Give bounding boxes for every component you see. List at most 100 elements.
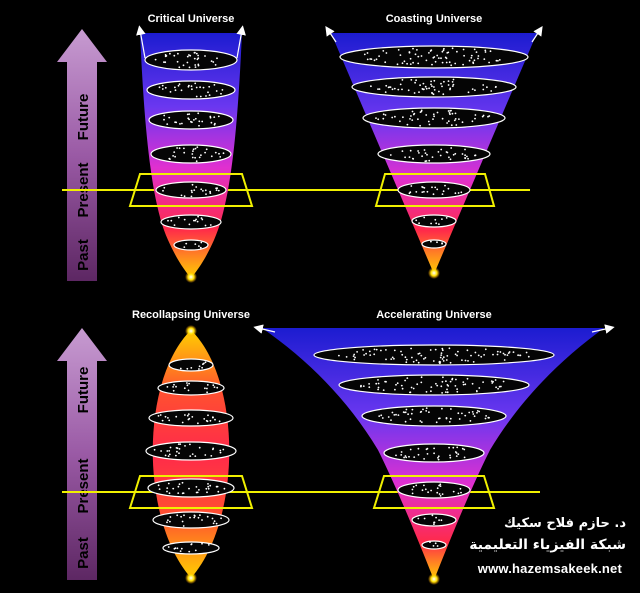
galaxy-dot <box>434 60 437 63</box>
galaxy-dot <box>394 388 396 391</box>
galaxy-dot <box>176 450 178 453</box>
galaxy-dot <box>183 246 186 249</box>
galaxy-dot <box>195 160 198 163</box>
galaxy-dot <box>193 189 196 192</box>
galaxy-dot <box>168 419 171 422</box>
galaxy-dot <box>425 59 428 62</box>
galaxy-dot <box>450 109 452 112</box>
galaxy-dot <box>473 59 476 62</box>
galaxy-dot <box>214 64 217 66</box>
galaxy-dot <box>484 348 487 351</box>
galaxy-dot <box>188 487 190 490</box>
galaxy-dot <box>195 52 198 55</box>
galaxy-dot <box>463 54 465 57</box>
galaxy-dot <box>209 116 212 119</box>
galaxy-dot <box>384 114 387 116</box>
galaxy-disc <box>173 239 209 251</box>
galaxy-dot <box>164 86 167 89</box>
galaxy-dot <box>420 421 423 423</box>
galaxy-dot <box>467 360 469 362</box>
galaxy-dot <box>410 412 413 415</box>
galaxy-dot <box>447 80 450 82</box>
galaxy-dot <box>471 120 474 123</box>
galaxy-dot <box>378 415 381 417</box>
galaxy-dot <box>440 57 442 60</box>
galaxy-dot <box>183 151 186 154</box>
galaxy-dot <box>193 57 196 60</box>
galaxy-dot <box>488 61 490 64</box>
galaxy-dot <box>434 186 437 189</box>
galaxy-dot <box>198 245 200 248</box>
galaxy-dot <box>176 547 179 550</box>
galaxy-dot <box>477 354 480 357</box>
galaxy-dot <box>186 113 189 116</box>
galaxy-dot <box>442 93 445 96</box>
galaxy-dot <box>447 187 450 190</box>
galaxy-dot <box>206 515 209 518</box>
galaxy-dot <box>163 118 165 121</box>
galaxy-dot <box>164 415 167 418</box>
galaxy-dot <box>201 542 203 545</box>
galaxy-dot <box>456 354 458 357</box>
galaxy-dot <box>215 485 218 488</box>
galaxy-dot <box>174 155 177 158</box>
galaxy-dot <box>427 491 429 494</box>
label-present-bottom: Present <box>75 458 92 513</box>
galaxy-dot <box>382 389 385 391</box>
galaxy-dot <box>201 218 204 221</box>
galaxy-dot <box>449 158 452 161</box>
galaxy-dot <box>173 383 175 386</box>
galaxy-dot <box>485 415 487 417</box>
galaxy-disc <box>397 481 471 499</box>
galaxy-dot <box>401 150 404 153</box>
galaxy-dot <box>197 422 199 425</box>
galaxy-dot <box>490 90 493 92</box>
galaxy-dot <box>223 487 226 490</box>
galaxy-dot <box>409 118 411 120</box>
galaxy-dot <box>467 91 470 94</box>
galaxy-dot <box>194 117 197 120</box>
galaxy-dot <box>464 359 467 362</box>
galaxy-dot <box>452 83 455 86</box>
galaxy-dot <box>488 416 490 419</box>
galaxy-dot <box>439 154 442 157</box>
galaxy-dot <box>476 410 479 412</box>
galaxy-dot <box>186 414 189 417</box>
galaxy-dot <box>445 217 448 219</box>
galaxy-dot <box>221 89 224 91</box>
galaxy-dot <box>404 156 406 159</box>
galaxy-dot <box>158 86 161 89</box>
galaxy-dot <box>489 50 492 53</box>
galaxy-dot <box>519 354 522 357</box>
galaxy-dot <box>356 351 358 353</box>
galaxy-dot <box>199 95 202 98</box>
galaxy-dot <box>187 418 190 421</box>
galaxy-dot <box>195 186 198 188</box>
galaxy-dot <box>490 380 493 382</box>
galaxy-dot <box>432 93 435 96</box>
galaxy-dot <box>460 191 463 194</box>
galaxy-dot <box>362 349 364 351</box>
galaxy-dot <box>431 63 433 66</box>
galaxy-dot <box>477 55 480 57</box>
galaxy-dot <box>441 50 444 53</box>
galaxy-dot <box>404 379 406 382</box>
galaxy-dot <box>436 491 439 494</box>
galaxy-dot <box>404 356 407 359</box>
galaxy-dot <box>433 523 435 525</box>
galaxy-dot <box>418 91 420 93</box>
galaxy-dot <box>206 387 208 390</box>
galaxy-disc <box>146 80 236 100</box>
galaxy-dot <box>172 487 175 490</box>
galaxy-dot <box>192 150 194 153</box>
galaxy-dot <box>428 411 430 414</box>
galaxy-dot <box>433 452 435 455</box>
galaxy-dot <box>173 54 176 57</box>
galaxy-dot <box>476 411 478 414</box>
galaxy-dot <box>180 194 183 197</box>
galaxy-dot <box>168 453 171 456</box>
galaxy-dot <box>425 87 428 90</box>
galaxy-dot <box>440 354 443 356</box>
galaxy-dot <box>405 361 408 364</box>
galaxy-disc <box>421 540 447 550</box>
